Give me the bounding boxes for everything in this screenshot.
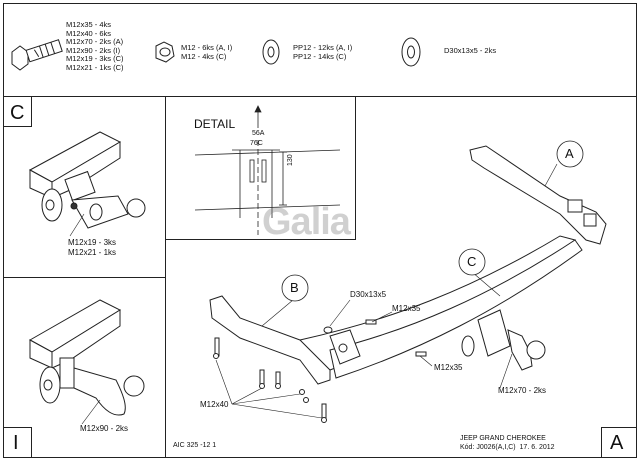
panel-i-label: M12x90 - 2ks (80, 424, 129, 433)
bolt-item: M12x19 - 3ks (C) (66, 54, 124, 64)
galia-watermark: Galia (262, 201, 351, 243)
washer-item: PP12 - 14ks (C) (293, 51, 347, 61)
panel-c-label-2: M12x21 - 1ks (68, 248, 117, 257)
bolt-item: M12x35 - 4ks (66, 20, 112, 29)
bolt-icon (11, 39, 63, 71)
detail-title: DETAIL (194, 117, 236, 131)
panel-c-label-1: M12x19 - 3ks (68, 238, 117, 247)
bolt-list: M12x35 - 4ks M12x40 - 6ks M12x70 - 2ks (… (66, 20, 124, 73)
large-washer-icon (401, 37, 421, 67)
callout-a-circle (556, 140, 584, 168)
detail-dim-v: 130 (287, 154, 294, 166)
bolt-item: M12x40 - 6ks (66, 28, 112, 38)
panel-c-letter-box (3, 96, 32, 127)
washer-icon (262, 39, 280, 65)
label-m12x35-top: M12x35 (392, 304, 421, 313)
nut-item: M12 - 6ks (A, I) (181, 43, 233, 52)
bolt-item: M12x70 - 2ks (A) (66, 37, 124, 47)
label-m12x35-bottom: M12x35 (434, 363, 463, 372)
label-d30: D30x13x5 (350, 290, 387, 299)
nut-list: M12 - 6ks (A, I) M12 - 4ks (C) (181, 43, 233, 61)
washer-list: PP12 - 12ks (A, I) PP12 - 14ks (C) (293, 43, 353, 61)
variant-letter: A (610, 432, 624, 454)
panel-i-letter: I (13, 432, 19, 454)
bolt-item: M12x21 - 1ks (C) (66, 62, 124, 72)
panel-c-letter: C (10, 102, 25, 124)
sheet-border (3, 3, 637, 458)
nut-icon (155, 41, 175, 63)
panel-c-sketch (28, 131, 146, 229)
nut-item: M12 - 4ks (C) (181, 51, 227, 61)
detail-dim-a: 56A (252, 130, 265, 137)
kod-date: Kód: J0026(A,I,C) 17. 6. 2012 (460, 444, 555, 451)
variant-letter-box (601, 427, 637, 458)
callout-c: C (467, 254, 477, 269)
detail-dim-c: 76C (250, 140, 263, 147)
large-washer-item: D30x13x5 - 2ks (444, 46, 497, 55)
callout-a: A (565, 146, 574, 161)
hitch-main-sketch (209, 145, 607, 423)
washer-item: PP12 - 12ks (A, I) (293, 43, 353, 52)
callout-b: B (290, 280, 299, 295)
drawing-code: AIC 325 -12 1 (173, 442, 217, 449)
callout-c-circle (458, 248, 486, 276)
panel-i-sketch (28, 299, 145, 416)
bolt-item: M12x90 - 2ks (I) (66, 45, 121, 55)
detail-box (165, 96, 356, 240)
panel-i-letter-box (3, 427, 32, 458)
callout-leaders (215, 163, 558, 419)
vehicle-name: JEEP GRAND CHEROKEE (460, 435, 546, 442)
label-m12x70: M12x70 - 2ks (498, 386, 547, 395)
label-m12x40: M12x40 (200, 400, 229, 409)
callout-b-circle (281, 274, 309, 302)
large-washer-list: D30x13x5 - 2ks (444, 46, 497, 56)
detail-sketch (194, 105, 341, 235)
